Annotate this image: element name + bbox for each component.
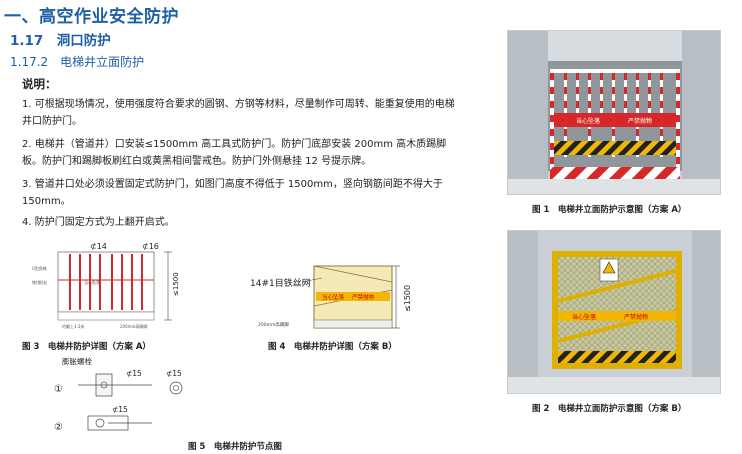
paragraph-2: 2. 电梯井（管道井）口安装≤1500mm 高工具式防护门。防护门底部安装 20… bbox=[22, 139, 447, 167]
page-title: 一、高空作业安全防护 bbox=[4, 7, 179, 27]
fig4-sign-left: 当心坠落 bbox=[322, 293, 345, 301]
fig4-height: ≤1500 bbox=[403, 285, 412, 312]
fig5-d15c: ⊄15 bbox=[112, 405, 128, 414]
figure-3-drawing: ≤1500 ⊄14 ⊄16 U型角铁 铁(钢)丝 当心坠落 约翻上1:3米 20… bbox=[28, 240, 188, 335]
fig5-bolt-label: 膨胀螺栓 bbox=[62, 356, 92, 366]
fig3-label-b: 铁(钢)丝 bbox=[32, 279, 47, 285]
figure-1-image: 当心坠落 严禁抛物 bbox=[507, 30, 721, 195]
fig5-d15b: ⊄15 bbox=[166, 369, 182, 378]
paragraph-4: 4. 防护门固定方式为上翻开启式。 bbox=[22, 217, 175, 228]
figure-5-caption: 图 5 电梯井防护节点图 bbox=[188, 442, 282, 452]
fig4-mesh: 14#1目铁丝网 bbox=[250, 277, 311, 289]
fig3-d16: ⊄16 bbox=[142, 242, 159, 251]
fig2-sign-left: 当心坠落 bbox=[572, 313, 596, 321]
fig3-height: ≤1500 bbox=[172, 272, 180, 296]
figure-2-caption: 图 2 电梯井立面防护示意图（方案 B） bbox=[532, 404, 687, 414]
fig3-label-a: U型角铁 bbox=[32, 265, 47, 271]
paragraph-3: 3. 管道井口处必须设置固定式防护门，如图门高度不得低于 1500mm，竖向钢筋… bbox=[22, 179, 443, 207]
fig3-label-d: 200mm高踢脚 bbox=[120, 323, 147, 329]
figure-3-caption: 图 3 电梯井防护详图（方案 A） bbox=[22, 342, 151, 352]
figure-2-image: 当心坠落 严禁抛物 bbox=[507, 230, 721, 394]
figure-4-drawing: 当心坠落 严禁抛物 ≤1500 14#1目铁丝网 200mm高踢脚 bbox=[246, 258, 422, 336]
fig4-sign-right: 严禁抛物 bbox=[352, 293, 375, 301]
fig2-sign-right: 严禁抛物 bbox=[624, 313, 648, 321]
figure-5-drawing: ① ② 膨胀螺栓 ⊄15 ⊄15 ⊄15 bbox=[48, 354, 198, 438]
subsection-heading: 1.17.2 电梯井立面防护 bbox=[10, 55, 145, 69]
fig4-kick: 200mm高踢脚 bbox=[258, 321, 289, 328]
fig1-sign-left: 当心坠落 bbox=[576, 117, 600, 125]
figure-4-caption: 图 4 电梯井防护详图（方案 B） bbox=[268, 342, 397, 352]
fig5-node-2: ② bbox=[54, 422, 63, 433]
fig5-d15a: ⊄15 bbox=[126, 369, 142, 378]
paragraph-1: 1. 可根据现场情况，使用强度符合要求的圆钢、方钢等材料，尽量制作可周转、能重复… bbox=[22, 99, 455, 127]
fig3-label-c: 约翻上1:3米 bbox=[62, 323, 84, 329]
fig1-sign-right: 严禁抛物 bbox=[628, 117, 652, 125]
section-heading: 1.17 洞口防护 bbox=[10, 33, 111, 49]
fig3-label-e: 当心坠落 bbox=[84, 279, 100, 285]
figure-1-caption: 图 1 电梯井立面防护示意图（方案 A） bbox=[532, 205, 687, 215]
fig3-d14: ⊄14 bbox=[90, 242, 107, 251]
fig5-node-1: ① bbox=[54, 384, 63, 395]
note-label: 说明： bbox=[22, 77, 57, 91]
